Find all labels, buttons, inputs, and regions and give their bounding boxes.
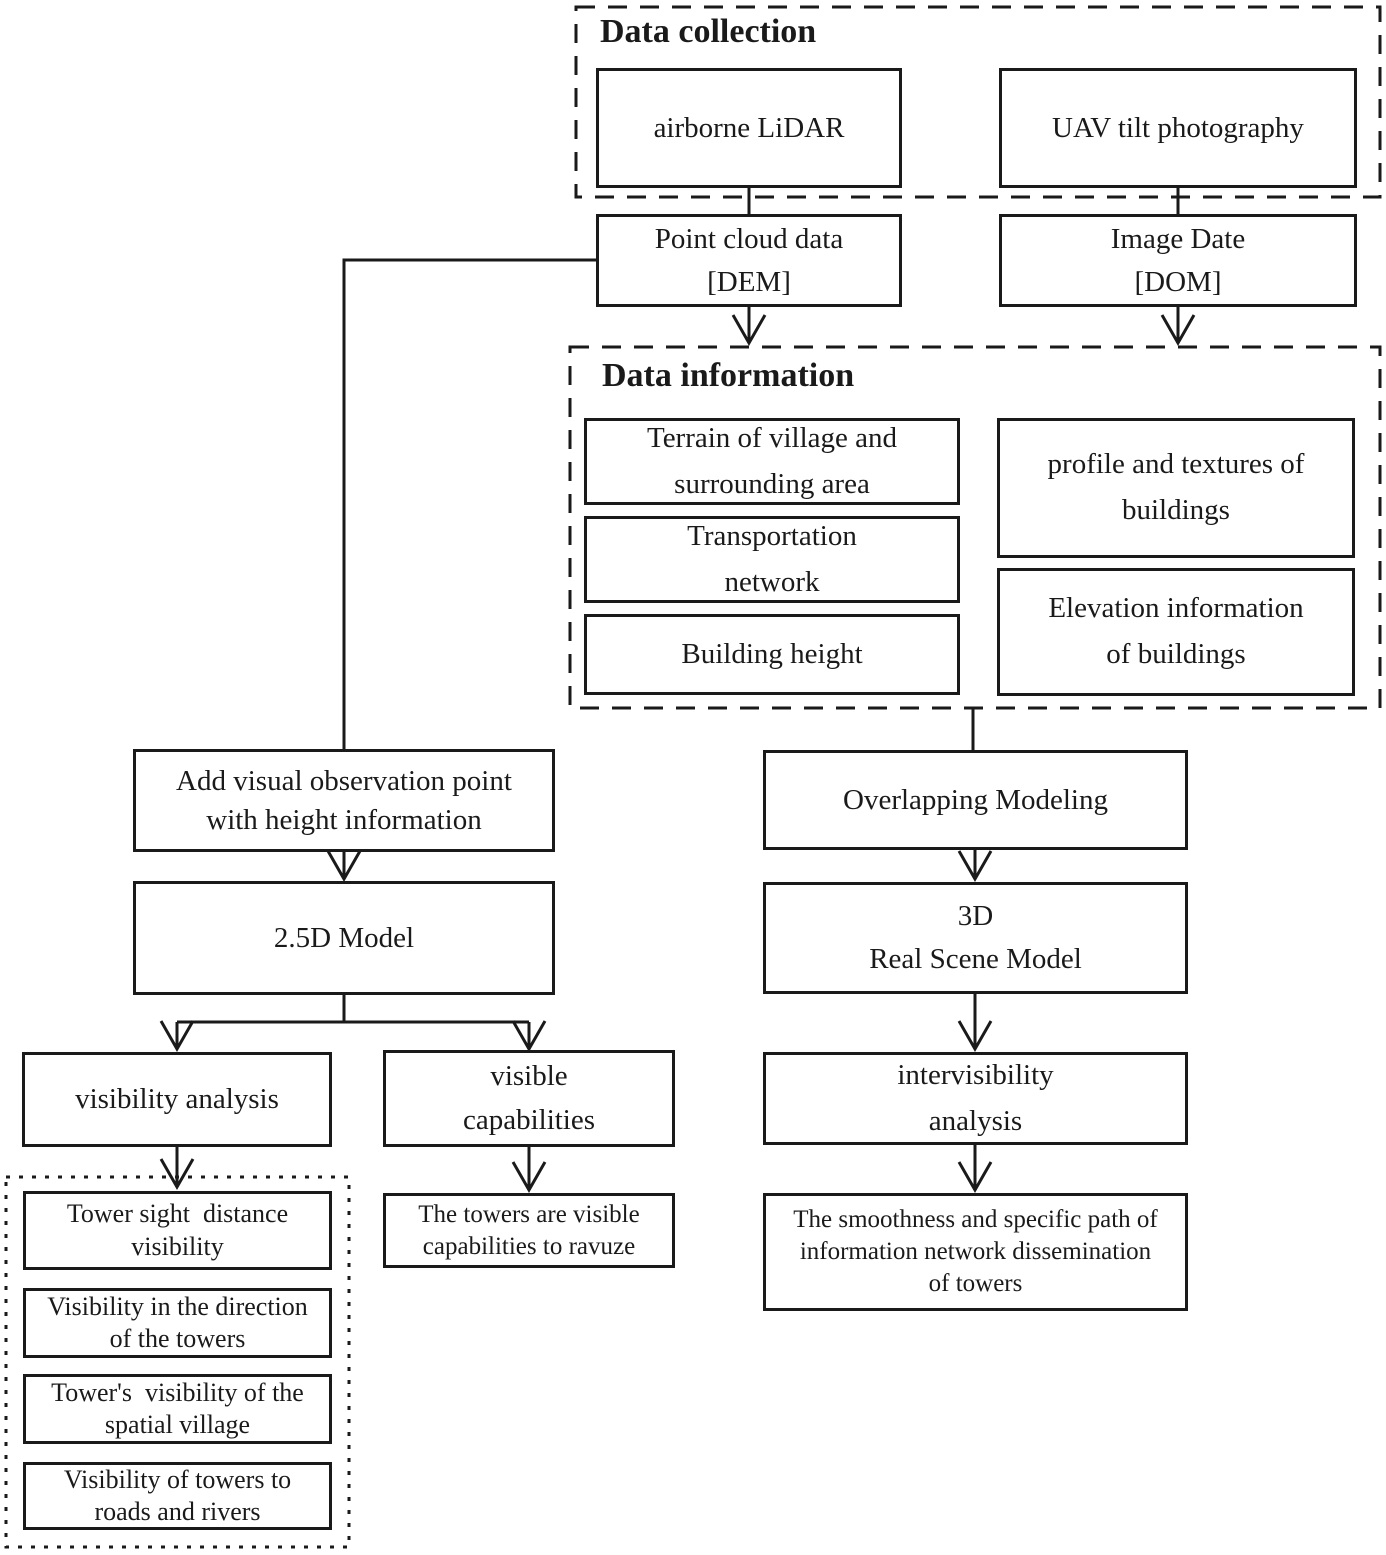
node-3d-real-scene-model: 3D Real Scene Model [763, 882, 1188, 994]
node-25d-model: 2.5D Model [133, 881, 555, 995]
data-collection-label: Data collection [600, 13, 817, 50]
node-uav-tilt: UAV tilt photography [999, 68, 1357, 188]
node-building-height: Building height [584, 614, 960, 695]
node-tower-spatial: Tower's visibility of the spatial villag… [23, 1374, 332, 1444]
node-profile-textures: profile and textures of buildings [997, 418, 1355, 558]
data-information-group-border [568, 345, 1382, 710]
edge-visibility-to-outcomes [159, 1147, 195, 1191]
data-information-label: Data information [602, 357, 855, 394]
edge-capabilities-to-towersvisible [511, 1147, 547, 1194]
data-collection-group-border [574, 5, 1382, 199]
node-visible-capabilities: visible capabilities [383, 1050, 675, 1147]
node-smoothness: The smoothness and specific path of info… [763, 1193, 1188, 1311]
edge-addvisual-to-25d [326, 850, 362, 883]
edge-intervisibility-to-smoothness [957, 1145, 993, 1194]
node-visibility-direction: Visibility in the direction of the tower… [23, 1288, 332, 1358]
node-towers-visible: The towers are visible capabilities to r… [383, 1193, 675, 1268]
node-airborne-lidar: airborne LiDAR [596, 68, 902, 188]
node-elevation-info: Elevation information of buildings [997, 568, 1355, 696]
edge-25d-split [177, 995, 529, 1024]
edge-25d-to-visibility-analysis [159, 1020, 195, 1053]
node-terrain: Terrain of village and surrounding area [584, 418, 960, 505]
edge-25d-to-visible-capabilities [511, 1020, 547, 1053]
node-transportation: Transportation network [584, 516, 960, 603]
node-add-visual-point: Add visual observation point with height… [133, 749, 555, 852]
node-tower-sight: Tower sight distance visibility [23, 1191, 332, 1270]
node-overlapping-modeling: Overlapping Modeling [763, 750, 1188, 850]
node-point-cloud: Point cloud data [DEM] [596, 214, 902, 307]
node-intervisibility: intervisibility analysis [763, 1052, 1188, 1145]
node-visibility-roads: Visibility of towers to roads and rivers [23, 1462, 332, 1530]
edge-3d-to-intervisibility [957, 994, 993, 1053]
edge-pointcloud-to-datainfo [731, 307, 767, 347]
edge-pointcloud-to-addvisual [342, 258, 596, 749]
node-visibility-analysis: visibility analysis [22, 1052, 332, 1147]
edge-overlapping-to-3d [957, 850, 993, 883]
edge-imagedate-to-datainfo [1160, 307, 1196, 347]
node-image-date: Image Date [DOM] [999, 214, 1357, 307]
